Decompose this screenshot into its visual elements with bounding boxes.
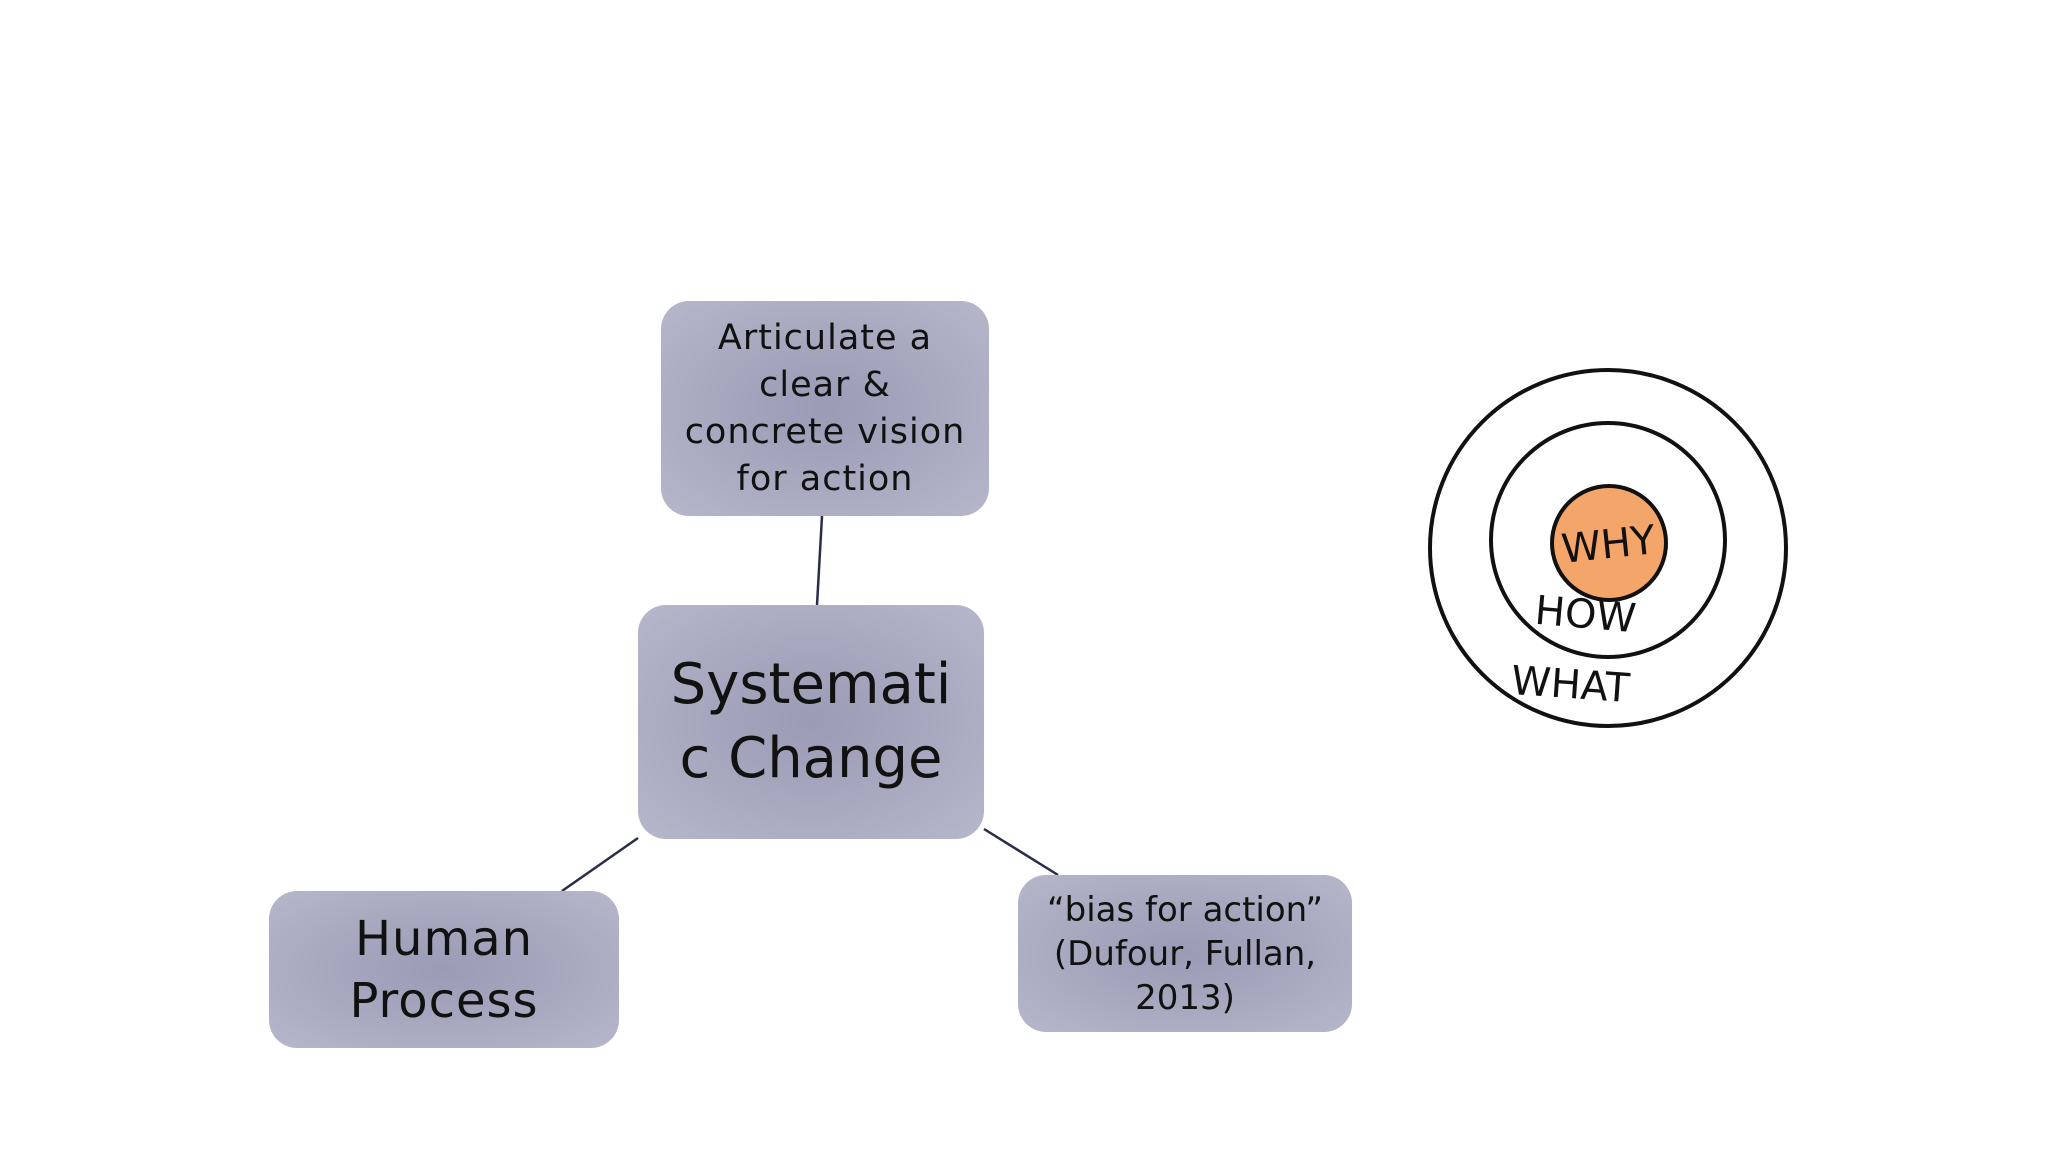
connector-left	[561, 836, 639, 893]
label-why: WHY	[1559, 517, 1658, 573]
node-vision: Articulate a clear & concrete vision for…	[661, 301, 989, 516]
circle-middle	[1489, 421, 1727, 659]
connector-top	[815, 515, 824, 606]
golden-circle-graphic: WHY HOW WHAT	[1428, 368, 1788, 728]
connector-right	[983, 827, 1059, 877]
node-bias-for-action: “bias for action” (Dufour, Fullan, 2013)	[1018, 875, 1352, 1032]
label-how: HOW	[1533, 588, 1638, 643]
node-systematic-change: Systemati c Change	[638, 605, 984, 839]
circle-inner	[1550, 484, 1668, 602]
node-human-process: Human Process	[269, 891, 619, 1048]
circle-outer	[1428, 368, 1788, 728]
label-what: WHAT	[1510, 658, 1632, 712]
